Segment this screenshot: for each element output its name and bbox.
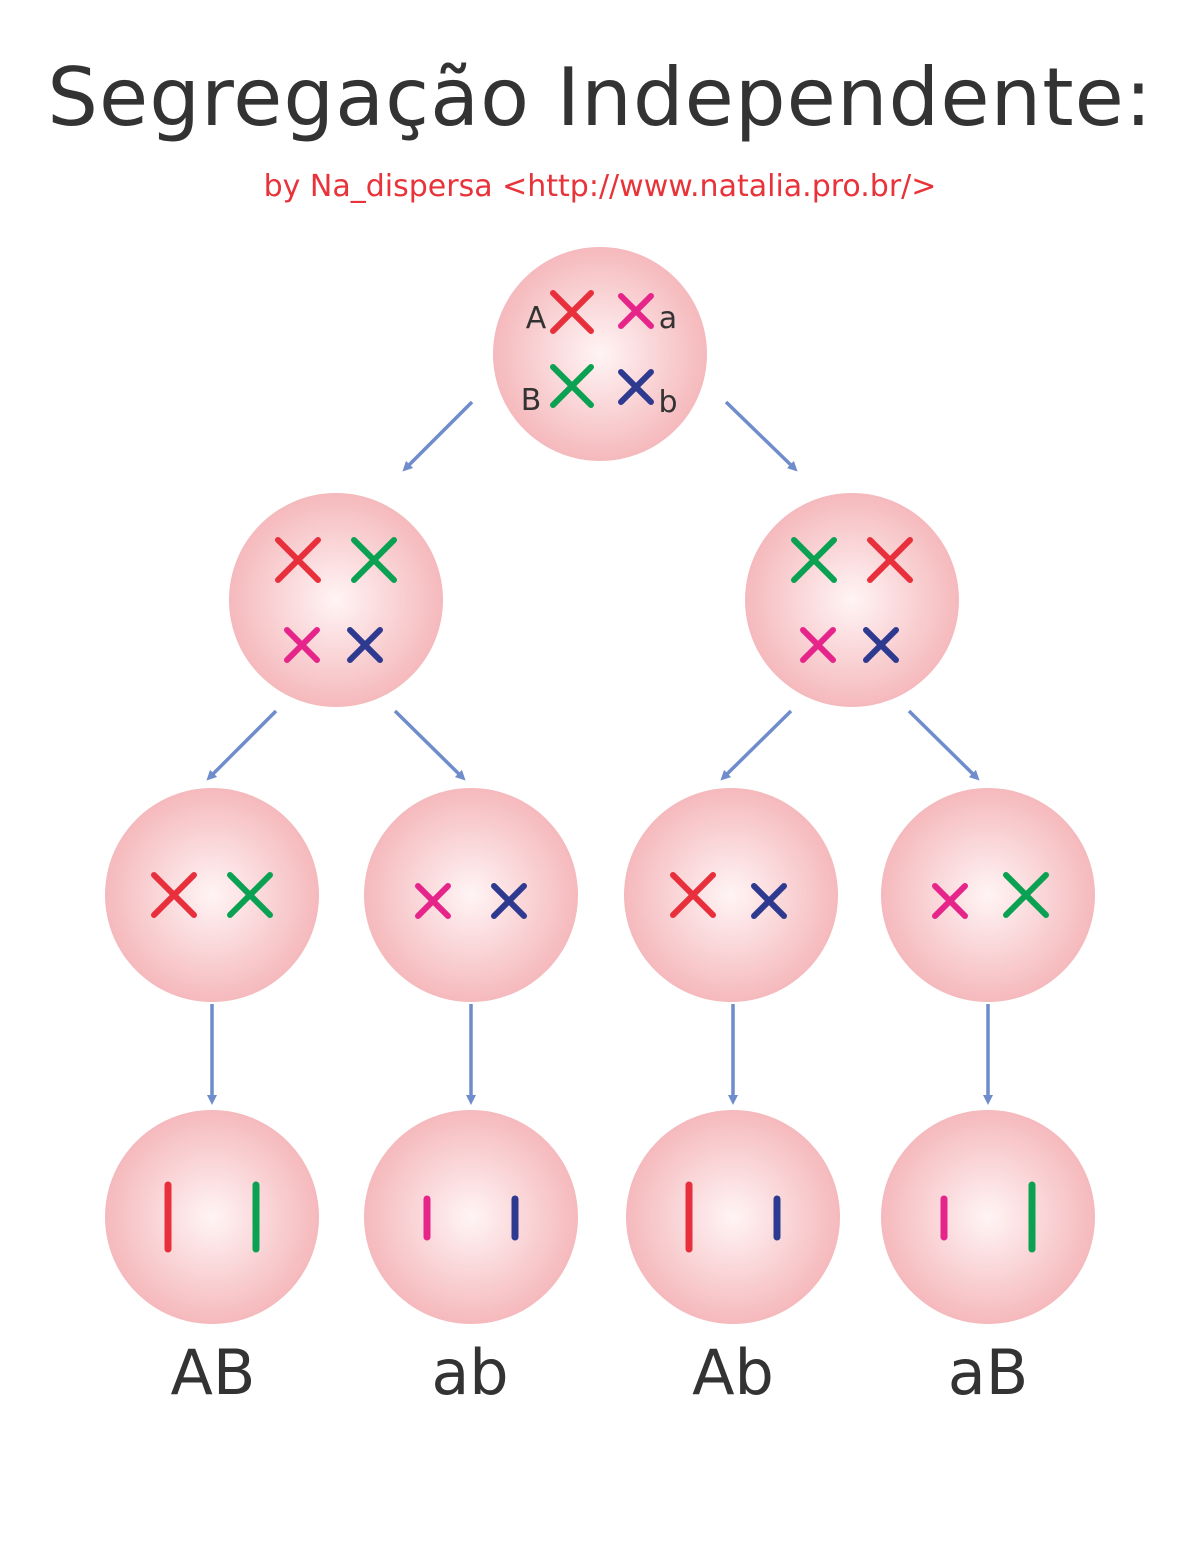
page-subtitle: by Na_dispersa <http://www.natalia.pro.b… [263, 169, 937, 204]
gamete-labels-layer: AB ab Ab aB [171, 1336, 1029, 1409]
meiosis-two-cell-4 [881, 788, 1095, 1002]
meiosis-one-cell-1 [229, 493, 443, 707]
meiosis-two-3-b [751, 883, 787, 919]
gamete-cell-4 [881, 1110, 1095, 1324]
arrow-parent-right [724, 400, 798, 472]
gamete-cell-3 [626, 1110, 840, 1324]
meiosis-two-1-B [227, 872, 273, 918]
parent-cell-body [493, 247, 707, 461]
gamete-cell-2-body [364, 1110, 578, 1324]
meiosis-two-4-a-arm-2 [932, 883, 968, 919]
meiosis-one-2-top-B-arm-2 [791, 537, 837, 583]
meiosis-one-1-bottom-b [347, 627, 383, 663]
gamete-label-ab-lower: ab [431, 1336, 508, 1409]
meiosis-two-cell-3 [624, 788, 838, 1002]
meiosis-two-cell-4-body [881, 788, 1095, 1002]
chromosome-a [618, 293, 654, 329]
meiosis-two-2-b [491, 883, 527, 919]
meiosis-two-1-A-arm-2 [151, 872, 197, 918]
meiosis-one-1-top-A-arm-2 [275, 537, 321, 583]
gamete-label-ab-upper: AB [171, 1336, 256, 1409]
meiosis-one-cell-2-body [745, 493, 959, 707]
chromosome-a-arm-2 [618, 293, 654, 329]
gamete-cell-1 [105, 1110, 319, 1324]
arrow-m1-left-a [206, 709, 278, 781]
chromosome-b [618, 369, 654, 405]
meiosis-one-cell-1-body [229, 493, 443, 707]
meiosis-two-cell-3-body [624, 788, 838, 1002]
meiosis-two-2-b-arm-2 [491, 883, 527, 919]
meiosis-two-4-B [1003, 872, 1049, 918]
meiosis-one-cell-2 [745, 493, 959, 707]
chromosome-A [550, 290, 594, 334]
meiosis-one-1-top-B [351, 537, 397, 583]
meiosis-two-1-B-arm-2 [227, 872, 273, 918]
meiosis-two-2-a [415, 883, 451, 919]
meiosis-one-2-bottom-a [800, 627, 836, 663]
chromosome-A-arm-2 [550, 290, 594, 334]
allele-label-A: A [526, 301, 547, 336]
meiosis-one-1-bottom-b-arm-2 [347, 627, 383, 663]
gamete-label-ab-mixed-2: aB [948, 1336, 1029, 1409]
chromosome-B [550, 364, 594, 408]
meiosis-one-1-top-A [275, 537, 321, 583]
meiosis-two-cell-2-body [364, 788, 578, 1002]
meiosis-one-2-bottom-a-arm-2 [800, 627, 836, 663]
page-title: Segregação Independente: [47, 51, 1153, 144]
chromosome-b-arm-2 [618, 369, 654, 405]
chromosome-B-arm-2 [550, 364, 594, 408]
meiosis-one-2-bottom-b-arm-2 [863, 627, 899, 663]
meiosis-one-1-bottom-a [284, 627, 320, 663]
meiosis-one-2-top-A [867, 537, 913, 583]
meiosis-two-3-A-arm-2 [670, 872, 716, 918]
arrow-parent-left [402, 400, 474, 472]
meiosis-two-3-b-arm-2 [751, 883, 787, 919]
meiosis-one-2-top-A-arm-2 [867, 537, 913, 583]
meiosis-one-2-top-B [791, 537, 837, 583]
gamete-cell-3-body [626, 1110, 840, 1324]
allele-label-b: b [658, 385, 677, 420]
meiosis-one-1-bottom-a-arm-2 [284, 627, 320, 663]
gamete-label-ab-mixed: Ab [692, 1336, 774, 1409]
allele-label-B: B [521, 383, 542, 418]
arrow-m1-left-b [393, 709, 466, 781]
parent-cell [493, 247, 707, 461]
gamete-cell-1-body [105, 1110, 319, 1324]
meiosis-two-cell-1-body [105, 788, 319, 1002]
meiosis-two-2-a-arm-2 [415, 883, 451, 919]
cells-layer [105, 247, 1095, 1324]
meiosis-two-4-B-arm-2 [1003, 872, 1049, 918]
arrows-layer [206, 400, 993, 1105]
meiosis-one-2-bottom-b [863, 627, 899, 663]
meiosis-two-cell-1 [105, 788, 319, 1002]
arrow-m1-right-b [907, 709, 980, 781]
arrow-m1-right-a [720, 709, 793, 781]
meiosis-two-4-a [932, 883, 968, 919]
gamete-cell-2 [364, 1110, 578, 1324]
meiosis-two-1-A [151, 872, 197, 918]
meiosis-two-3-A [670, 872, 716, 918]
meiosis-one-1-top-B-arm-2 [351, 537, 397, 583]
meiosis-two-cell-2 [364, 788, 578, 1002]
gamete-cell-4-body [881, 1110, 1095, 1324]
allele-label-a: a [659, 301, 677, 336]
parent-allele-labels: A a B b [521, 301, 678, 420]
